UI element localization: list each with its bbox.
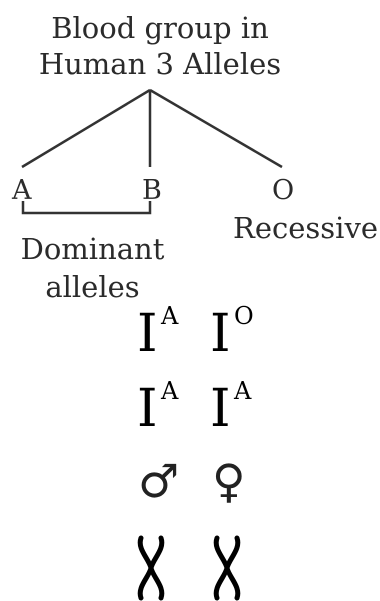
genotype-base: I: [137, 304, 158, 364]
branch-line-o: [149, 88, 283, 169]
genotype-base: I: [210, 379, 231, 439]
genotype-superscript: A: [234, 377, 252, 405]
genotype-row1-right: I O: [210, 304, 254, 360]
genotype-base: I: [210, 304, 231, 364]
right-chromosome-icon: [213, 535, 241, 601]
allele-a-label: A: [12, 175, 32, 206]
branch-line-a: [21, 88, 151, 169]
left-chromosome-icon: [137, 535, 165, 601]
genotype-row1-left: I A: [137, 304, 178, 360]
male-symbol-icon: ♂: [138, 454, 180, 508]
genotype-superscript: O: [234, 302, 254, 330]
dominant-note-line-2: alleles: [45, 270, 140, 304]
dominant-note-line-1: Dominant: [20, 232, 165, 266]
genotype-base: I: [137, 379, 158, 439]
dominant-bracket: [21, 201, 152, 215]
female-symbol-icon: ♀: [212, 454, 246, 508]
genotype-row2-left: I A: [137, 379, 178, 435]
recessive-note: Recessive: [233, 211, 378, 245]
title-line-2: Human 3 Alleles: [38, 47, 282, 81]
diagram-title: Blood group in Human 3 Alleles: [0, 10, 320, 82]
dominant-note: Dominant alleles: [0, 230, 185, 306]
genotype-row2-right: I A: [210, 379, 251, 435]
title-line-1: Blood group in: [51, 11, 269, 45]
genotype-superscript: A: [161, 302, 179, 330]
genotype-superscript: A: [161, 377, 179, 405]
allele-o-label: O: [272, 175, 295, 206]
allele-b-label: B: [142, 175, 162, 206]
